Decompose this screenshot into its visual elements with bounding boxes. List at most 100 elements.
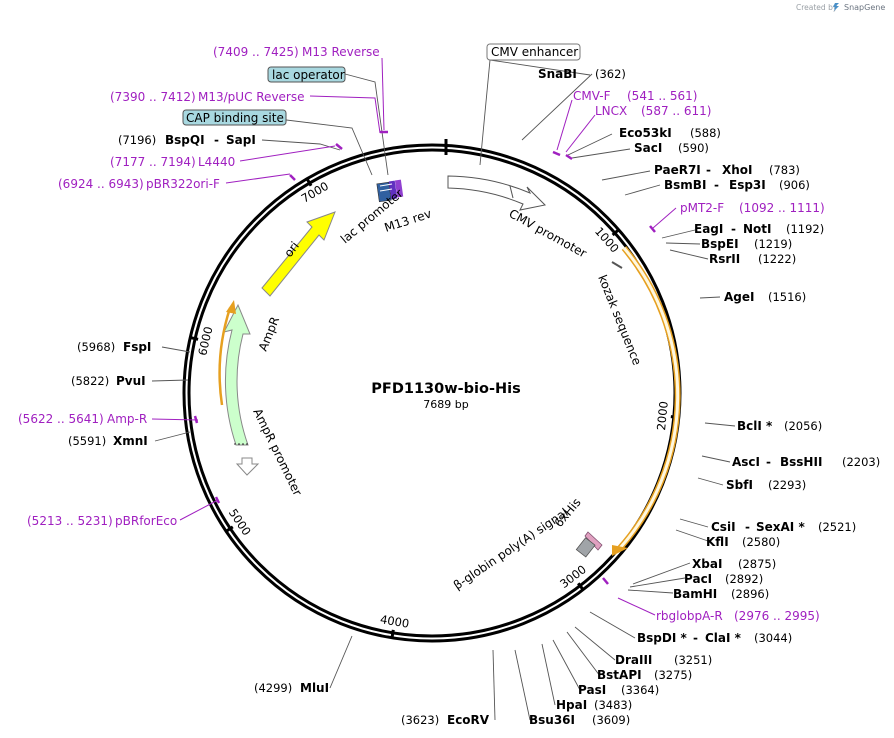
svg-text:(3044): (3044) bbox=[754, 631, 792, 645]
svg-text:PasI: PasI bbox=[578, 683, 606, 697]
site-asci-bsshii: AscI-BssHII(2203) bbox=[732, 455, 880, 469]
snapgene-logo-icon bbox=[833, 3, 839, 11]
svg-text:(2056): (2056) bbox=[784, 419, 822, 433]
tick-label: 6000 bbox=[195, 325, 215, 357]
snapgene-watermark: Created by SnapGene bbox=[796, 3, 885, 12]
svg-text:CAP binding site: CAP binding site bbox=[186, 111, 284, 125]
lac-cassette bbox=[376, 179, 404, 203]
svg-text:Esp3I: Esp3I bbox=[729, 178, 766, 192]
boxed-label-cap-binding-site: CAP binding site bbox=[182, 109, 287, 126]
svg-text:NotI: NotI bbox=[743, 222, 772, 236]
svg-text:(6924 .. 6943): (6924 .. 6943) bbox=[58, 177, 144, 191]
site-bcli: BclI *(2056) bbox=[737, 419, 822, 433]
site-xbai: XbaI(2875) bbox=[692, 557, 776, 571]
svg-text:pMT2-F: pMT2-F bbox=[680, 201, 724, 215]
orf-arrowhead bbox=[612, 545, 628, 556]
primer-pbr322ori-f: (6924 .. 6943)pBR322ori-F bbox=[58, 177, 220, 191]
svg-text:AgeI: AgeI bbox=[724, 290, 754, 304]
ampr-orf-arc bbox=[218, 307, 232, 406]
site-ecorv: (3623)EcoRV bbox=[401, 713, 490, 727]
tick-mark bbox=[305, 177, 313, 187]
svg-text:(1219): (1219) bbox=[754, 237, 792, 251]
svg-text:RsrII: RsrII bbox=[709, 252, 740, 266]
ori-arrow bbox=[261, 211, 336, 297]
primer-pmt2-f: pMT2-F(1092 .. 1111) bbox=[680, 201, 825, 215]
site-bstapi: BstAPI(3275) bbox=[597, 668, 692, 682]
boxed-label-cmv-enhancer: CMV enhancer bbox=[486, 43, 581, 61]
svg-text:(590): (590) bbox=[678, 141, 709, 155]
m13-rev-box bbox=[388, 180, 398, 200]
svg-text:XmnI: XmnI bbox=[113, 434, 148, 448]
svg-text:-: - bbox=[214, 133, 219, 147]
site-rsrii: RsrII(1222) bbox=[709, 252, 796, 266]
polya-signal-box bbox=[575, 537, 596, 558]
ampr-arrow bbox=[223, 303, 251, 446]
svg-text:(3483): (3483) bbox=[594, 698, 632, 712]
svg-text:-: - bbox=[714, 178, 719, 192]
cmv-f-mark bbox=[552, 150, 561, 157]
svg-text:(7177 .. 7194): (7177 .. 7194) bbox=[110, 155, 196, 169]
tick-label: 5000 bbox=[226, 506, 254, 538]
pmt2-f-mark bbox=[649, 225, 656, 233]
primer-amp-r: (5622 .. 5641)Amp-R bbox=[18, 412, 147, 426]
amp-r-mark bbox=[193, 415, 199, 424]
svg-text:XhoI: XhoI bbox=[722, 163, 753, 177]
svg-text:pBRforEco: pBRforEco bbox=[115, 514, 177, 528]
feature-m13-rev: M13 rev bbox=[383, 207, 434, 235]
site-bamhi: BamHI(2896) bbox=[673, 587, 769, 601]
plasmid-size: 7689 bp bbox=[423, 398, 468, 411]
svg-text:(2875): (2875) bbox=[738, 557, 776, 571]
tick-label: 4000 bbox=[379, 612, 410, 631]
svg-text:M13/pUC Reverse: M13/pUC Reverse bbox=[198, 90, 305, 104]
svg-text:(2892): (2892) bbox=[725, 572, 763, 586]
orf-outline-arc bbox=[617, 246, 681, 550]
primer-m13-reverse: (7409 .. 7425)M13 Reverse bbox=[213, 45, 380, 59]
primer-m13-puc-reverse: (7390 .. 7412)M13/pUC Reverse bbox=[110, 90, 305, 104]
svg-text:(3275): (3275) bbox=[654, 668, 692, 682]
feature-ampr: AmpR bbox=[256, 315, 282, 353]
cmv-promoter-divider bbox=[509, 185, 514, 199]
svg-text:(587 .. 611): (587 .. 611) bbox=[641, 104, 711, 118]
primer-marks bbox=[193, 130, 656, 585]
svg-text:CsiI: CsiI bbox=[711, 520, 736, 534]
svg-text:(5213 .. 5231): (5213 .. 5231) bbox=[27, 514, 113, 528]
plasmid-name: PFD1130w-bio-His bbox=[371, 381, 520, 397]
site-bspdi-clai: BspDI *-ClaI *(3044) bbox=[637, 631, 792, 645]
svg-text:FspI: FspI bbox=[123, 340, 151, 354]
site-eagi-noti: EagI-NotI(1192) bbox=[694, 222, 824, 236]
tick-label: 2000 bbox=[654, 401, 671, 432]
svg-text:L4440: L4440 bbox=[198, 155, 235, 169]
svg-text:AscI: AscI bbox=[732, 455, 760, 469]
svg-text:-: - bbox=[766, 455, 771, 469]
svg-text:(1192): (1192) bbox=[786, 222, 824, 236]
svg-text:(7409 .. 7425): (7409 .. 7425) bbox=[213, 45, 299, 59]
site-bspei: BspEI(1219) bbox=[701, 237, 792, 251]
site-pasi: PasI(3364) bbox=[578, 683, 659, 697]
svg-text:LNCX: LNCX bbox=[595, 104, 627, 118]
svg-text:(3623): (3623) bbox=[401, 713, 439, 727]
tick-mark bbox=[390, 629, 395, 639]
svg-text:SacI: SacI bbox=[634, 141, 662, 155]
site-eco53ki: Eco53kI(588) bbox=[619, 126, 721, 140]
svg-text:(2203): (2203) bbox=[842, 455, 880, 469]
svg-text:-: - bbox=[745, 520, 750, 534]
feature-kozak-sequence: kozak sequence bbox=[595, 273, 644, 367]
primer-cmv-f: CMV-F(541 .. 561) bbox=[573, 89, 697, 103]
tick-mark bbox=[577, 582, 585, 592]
svg-text:lac operator: lac operator bbox=[272, 68, 345, 82]
svg-text:(7390 .. 7412): (7390 .. 7412) bbox=[110, 90, 196, 104]
feature-polya-signal: β-globin poly(A) signal bbox=[451, 505, 571, 592]
his-tag-mark bbox=[584, 531, 603, 551]
lncx-mark bbox=[565, 153, 573, 161]
svg-text:DraIII: DraIII bbox=[615, 653, 652, 667]
svg-text:(906): (906) bbox=[779, 178, 810, 192]
svg-text:(362): (362) bbox=[595, 67, 626, 81]
svg-text:PaeR7I: PaeR7I bbox=[654, 163, 701, 177]
svg-text:PacI: PacI bbox=[684, 572, 712, 586]
svg-text:BspQI: BspQI bbox=[165, 133, 205, 147]
svg-text:KflI: KflI bbox=[706, 535, 729, 549]
leader-lines bbox=[151, 59, 736, 721]
site-csii-sexai: CsiI-SexAI *(2521) bbox=[711, 520, 856, 534]
svg-text:(7196): (7196) bbox=[118, 133, 156, 147]
